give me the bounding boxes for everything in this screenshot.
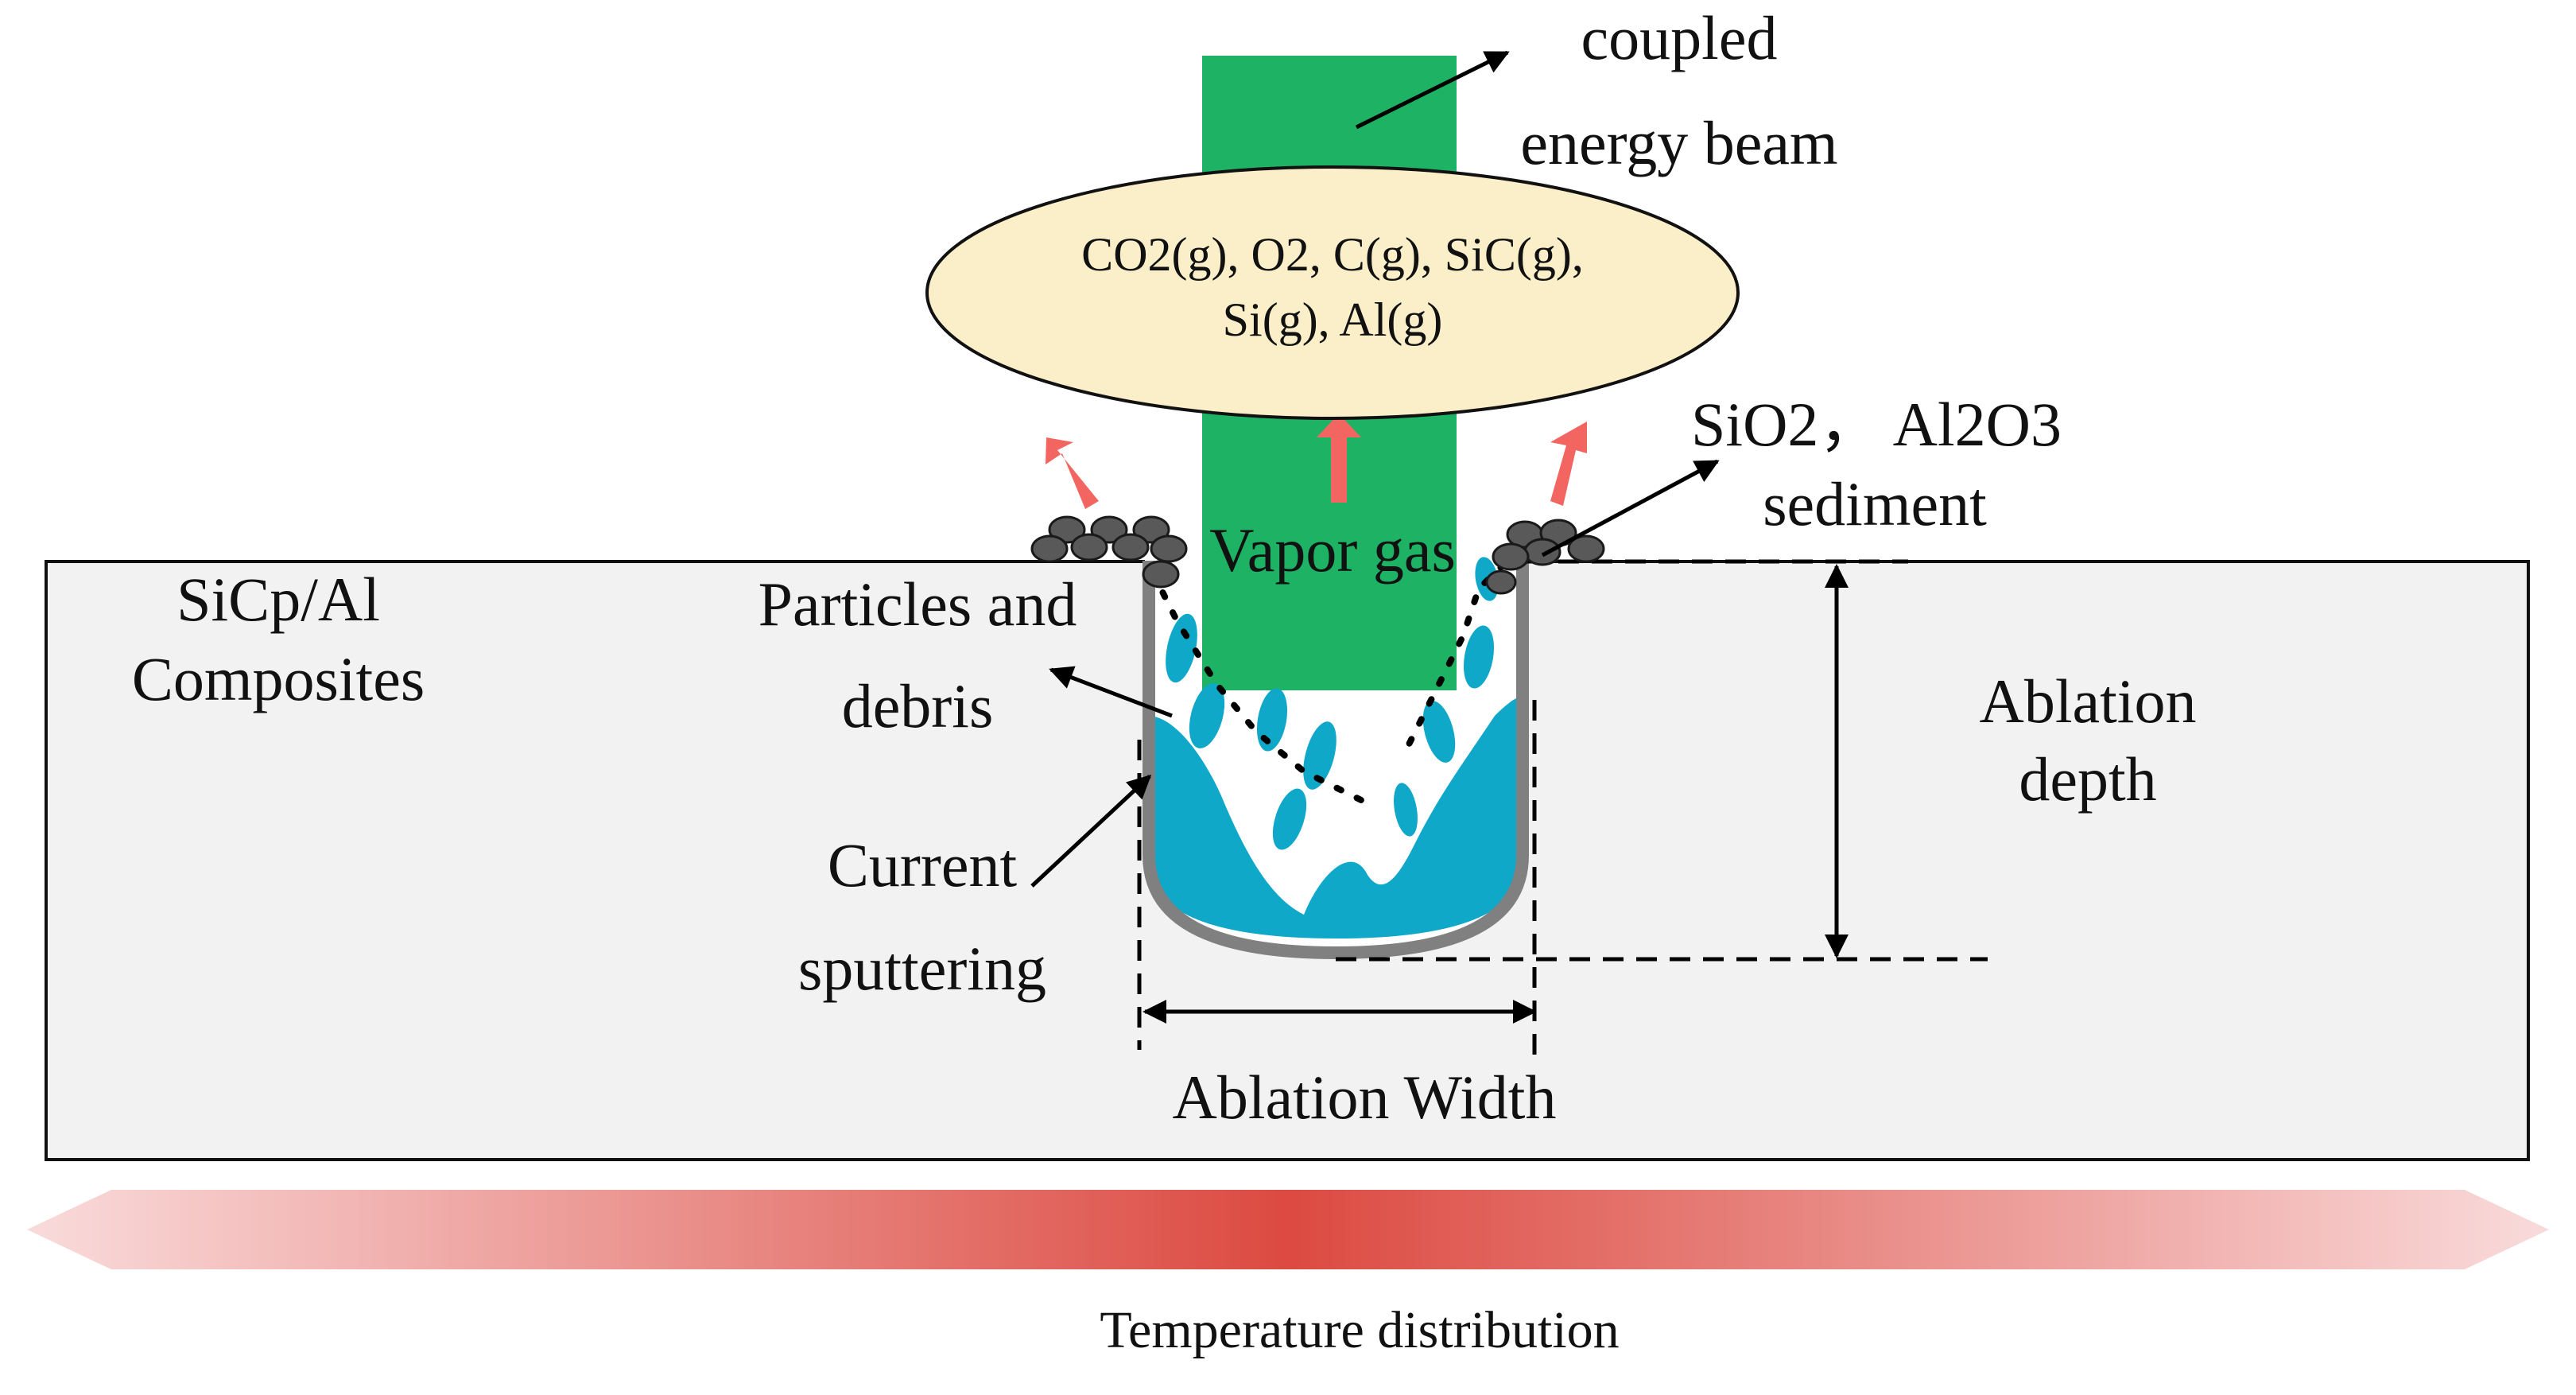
beam-pointer-arrow [1355,50,1510,130]
current-pointer-arrow [1030,774,1152,888]
gas-species-line-2: Si(g), Al(g) [1223,293,1443,346]
gas-species-line-1: CO2(g), O2, C(g), SiC(g), [1081,228,1584,281]
vapor-cloud [925,165,1740,420]
spatter-droplets [1166,557,1499,850]
material-label-2: Composites [132,644,425,713]
current-sputtering-label-1: Current [828,830,1018,900]
current-sputtering-label-2: sputtering [798,934,1046,1003]
ablation-depth-label-1: Ablation [1980,666,2197,736]
material-label-1: SiCp/Al [177,565,380,634]
vapor-gas-label: Vapor gas [1209,515,1456,585]
vapor-escape-arrows [1046,414,1587,509]
crater-wall [1143,561,1529,960]
ablation-width-label: Ablation Width [1173,1063,1557,1132]
molten-spatter [1148,697,1523,938]
sediment-label-2: sediment [1763,469,1987,538]
particles-pointer-arrow [1049,666,1173,718]
sediment-pellets-right [1485,519,1605,595]
sediment-label-1: SiO2， Al2O3 [1691,390,2062,459]
temperature-gradient-band [27,1190,2549,1269]
sediment-pointer-arrow [1541,459,1720,558]
particles-label-2: debris [842,671,994,740]
coupled-energy-beam-label-1: coupled [1581,3,1778,72]
sputter-trajectories [1150,546,1523,806]
particles-label-1: Particles and [758,569,1077,639]
sediment-pellets-left [1030,515,1188,589]
coupled-energy-beam-label-2: energy beam [1520,108,1837,177]
ablation-depth-label-2: depth [2019,744,2156,814]
temperature-distribution-label: Temperature distribution [1100,1301,1619,1359]
